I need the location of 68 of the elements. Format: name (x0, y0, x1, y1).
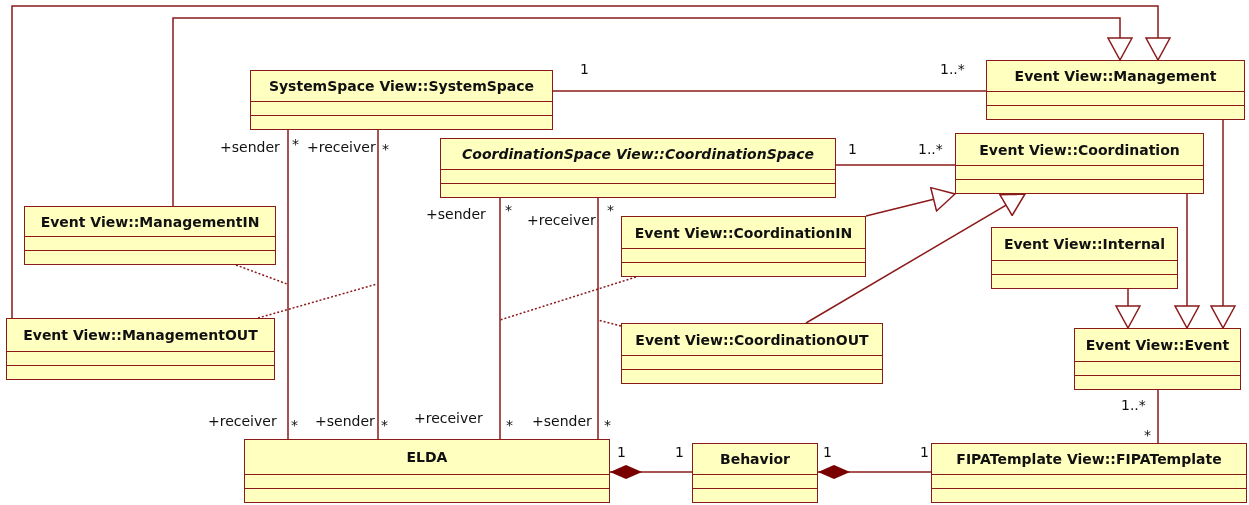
generalization-arrow (11, 5, 1171, 319)
class-box (621, 323, 883, 384)
association-line (287, 129, 289, 440)
class-box (250, 70, 553, 130)
association-line (1157, 389, 1159, 444)
composition-line (817, 465, 932, 479)
class-name: Behavior (720, 451, 790, 467)
class-name: Event View::Coordination (979, 141, 1180, 158)
class-name: Event View::ManagementOUT (23, 327, 258, 343)
class-box (1074, 328, 1241, 390)
role-label: +sender (315, 414, 375, 428)
role-label: +receiver (307, 140, 376, 154)
class-name: CoordinationSpace View::CoordinationSpace (462, 146, 814, 162)
class-box (986, 60, 1245, 120)
class-box (991, 227, 1178, 289)
multiplicity-label: * (506, 418, 513, 432)
role-label: +sender (426, 207, 486, 221)
association-line (552, 90, 987, 92)
class-box (440, 138, 836, 198)
generalization-arrow (172, 17, 1133, 207)
generalization-arrow (805, 193, 1026, 324)
role-label: +sender (532, 414, 592, 428)
class-name: Event View::CoordinationIN (634, 224, 853, 241)
multiplicity-label: 1..* (918, 142, 943, 156)
class-name: Event View::ManagementIN (40, 213, 260, 230)
association-line (835, 164, 956, 166)
multiplicity-label: 1..* (1121, 398, 1146, 412)
class-name: FIPATemplate View::FIPATemplate (956, 451, 1222, 467)
class-box (931, 443, 1247, 503)
multiplicity-label: * (291, 418, 298, 432)
association-class-link (597, 319, 622, 327)
class-name: Event View::Event (1085, 337, 1230, 353)
multiplicity-label: 1..* (940, 62, 965, 76)
association-class-link (235, 264, 288, 285)
multiplicity-label: 1 (580, 62, 589, 76)
association-line (499, 197, 501, 440)
class-name: Event View::Management (1014, 68, 1217, 84)
association-line (377, 129, 379, 440)
multiplicity-label: * (381, 418, 388, 432)
multiplicity-label: * (604, 418, 611, 432)
association-class-link (499, 276, 637, 321)
class-box (621, 216, 866, 277)
role-label: +sender (220, 140, 280, 154)
class-name: Event View::CoordinationOUT (635, 331, 869, 348)
class-box (692, 443, 818, 503)
multiplicity-label: 1 (848, 142, 857, 156)
class-box (6, 318, 275, 380)
class-name: SystemSpace View::SystemSpace (268, 78, 535, 94)
composition-line (609, 465, 693, 479)
multiplicity-label: * (607, 203, 614, 217)
multiplicity-label: * (382, 142, 389, 156)
generalization-arrow (1174, 193, 1200, 329)
multiplicity-label: * (1144, 428, 1151, 442)
association-line (597, 197, 599, 440)
class-box (955, 133, 1204, 194)
generalization-arrow (1210, 119, 1236, 329)
class-box (244, 439, 610, 503)
class-box (24, 206, 276, 265)
multiplicity-label: * (292, 137, 299, 151)
class-name: ELDA (406, 449, 448, 465)
role-label: +receiver (414, 411, 483, 425)
generalization-arrow (1115, 288, 1141, 329)
class-name: Event View::Internal (1003, 236, 1166, 252)
generalization-arrow (865, 186, 956, 217)
association-class-link (257, 283, 378, 319)
role-label: +receiver (527, 213, 596, 227)
multiplicity-label: * (505, 203, 512, 217)
role-label: +receiver (208, 414, 277, 428)
